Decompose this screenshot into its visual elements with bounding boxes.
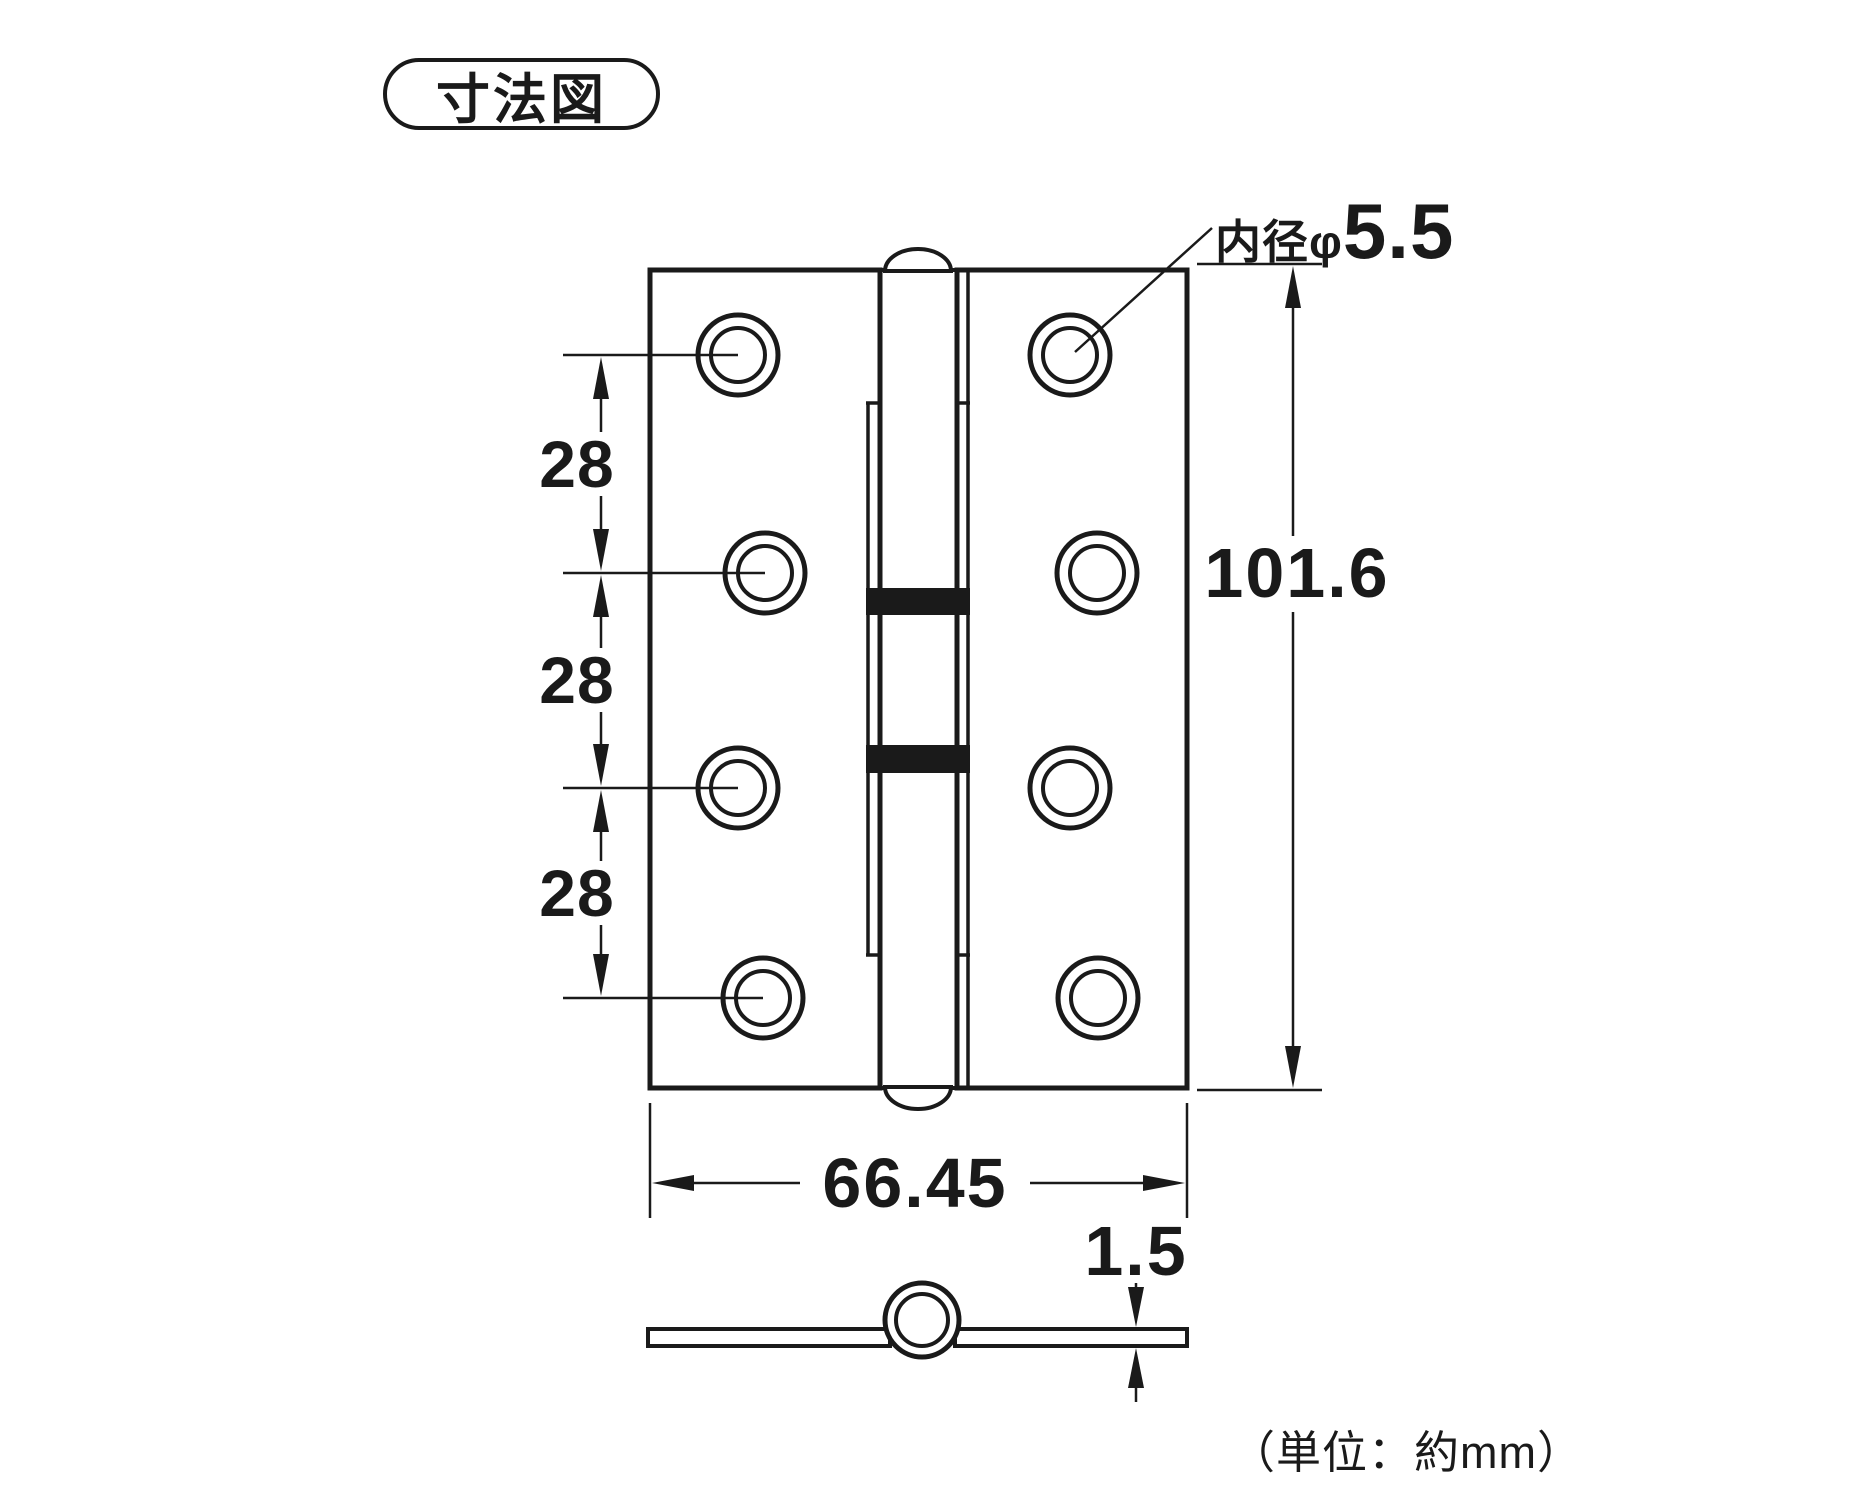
side-view-right-plate	[953, 1327, 1189, 1348]
height-dimension	[1197, 262, 1322, 1092]
hole-diameter-prefix: 内径φ	[1215, 216, 1343, 268]
arrow-down-icon	[593, 744, 609, 786]
arrow-down-icon	[593, 954, 609, 996]
arrow-up-icon	[1285, 266, 1301, 308]
width-dimension	[648, 1103, 1189, 1218]
arrow-left-icon	[652, 1175, 694, 1191]
arrow-up-icon	[1128, 1348, 1144, 1388]
screw-hole	[1055, 955, 1141, 1041]
left-leaf	[647, 267, 883, 1091]
hole-diameter-value: 5.5	[1342, 187, 1455, 275]
arrow-down-icon	[1285, 1046, 1301, 1088]
pitch-dim-label-1: 28	[539, 427, 615, 501]
title-pill: 寸法図	[383, 58, 660, 130]
pitch-dimension-chain	[593, 357, 609, 996]
width-dim-label: 66.45	[822, 1144, 1008, 1222]
hole-leader-lines	[563, 353, 765, 1000]
screw-hole	[695, 312, 781, 398]
washer-band-lower	[866, 745, 970, 773]
hinge-front-view	[647, 247, 1190, 1111]
thickness-dim-label: 1.5	[1084, 1212, 1188, 1290]
pin-cap-bottom	[882, 1085, 954, 1111]
arrow-up-icon	[593, 575, 609, 617]
arrow-down-icon	[1128, 1287, 1144, 1327]
side-view-left-plate	[646, 1327, 892, 1348]
screw-hole	[720, 955, 806, 1041]
arrow-down-icon	[593, 529, 609, 571]
screw-hole	[695, 745, 781, 831]
pin-cap-top	[882, 247, 954, 273]
hole-diameter-callout: 内径φ5.5	[1215, 186, 1454, 277]
page-title: 寸法図	[436, 69, 607, 130]
arrow-right-icon	[1143, 1175, 1185, 1191]
thickness-dimension	[1128, 1283, 1144, 1402]
diameter-callout-leader	[1074, 227, 1213, 353]
screw-holes	[695, 312, 1141, 1041]
screw-hole	[1027, 745, 1113, 831]
pitch-dim-label-3: 28	[539, 856, 615, 930]
hinge-side-view	[646, 1280, 1189, 1360]
unit-note: （単位：約mm）	[1230, 1427, 1583, 1478]
right-leaf	[954, 267, 1190, 1091]
washer-band-upper	[866, 588, 970, 615]
pitch-dim-label-2: 28	[539, 643, 615, 717]
screw-hole	[1027, 312, 1113, 398]
height-dim-label: 101.6	[1204, 534, 1390, 612]
screw-hole	[1054, 530, 1140, 616]
screw-hole	[722, 530, 808, 616]
side-view-barrel-inner	[894, 1292, 950, 1348]
arrow-up-icon	[593, 357, 609, 399]
arrow-up-icon	[593, 790, 609, 832]
